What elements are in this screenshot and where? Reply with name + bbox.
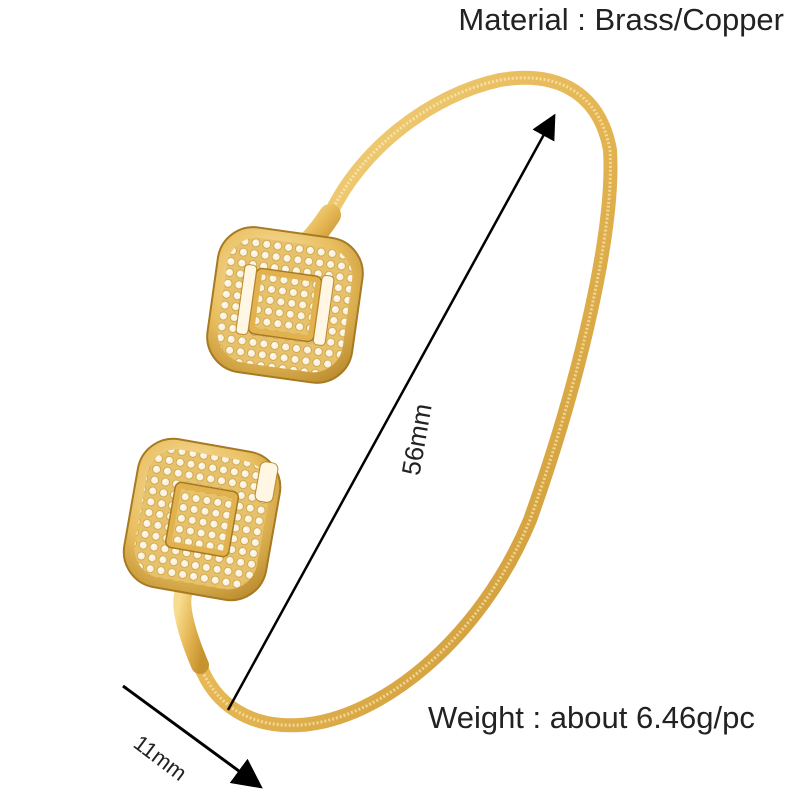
material-label: Material : Brass/Copper: [458, 2, 784, 37]
width-dimension-arrow-icon: [122, 684, 263, 789]
weight-label: Weight : about 6.46g/pc: [428, 700, 755, 735]
bottom-stone-head: [122, 437, 282, 602]
length-dimension-arrow-icon: [226, 113, 556, 711]
top-stone-head: [206, 226, 364, 384]
